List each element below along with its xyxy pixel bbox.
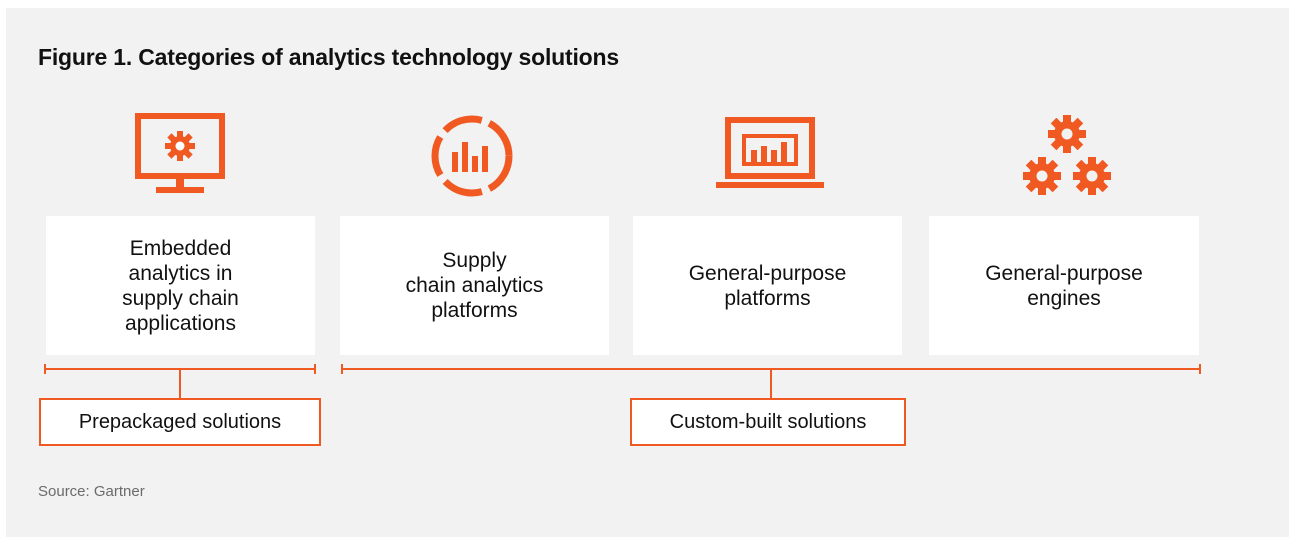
group-label: Custom-built solutions: [669, 410, 867, 433]
group-box-custom-built: Custom-built solutions: [630, 398, 906, 446]
source-note: Source: Gartner: [38, 483, 145, 500]
category-card-embedded-analytics: Embedded analytics in supply chain appli…: [46, 216, 315, 355]
prepackaged-bracket: [44, 362, 316, 405]
group-label: Prepackaged solutions: [78, 410, 282, 433]
custom-built-bracket: [341, 362, 1203, 405]
group-box-prepackaged: Prepackaged solutions: [39, 398, 321, 446]
figure-title: Figure 1. Categories of analytics techno…: [38, 44, 619, 70]
circular-bar-chart-icon: [428, 112, 516, 200]
figure-panel: Figure 1. Categories of analytics techno…: [6, 8, 1289, 537]
category-card-general-engines: General-purpose engines: [929, 216, 1199, 355]
category-card-general-platforms: General-purpose platforms: [633, 216, 902, 355]
monitor-gear-icon: [134, 112, 226, 198]
laptop-bar-chart-icon: [714, 116, 826, 192]
gears-icon: [1018, 112, 1116, 202]
category-card-supply-chain-platforms: Supply chain analytics platforms: [340, 216, 609, 355]
category-label: General-purpose platforms: [688, 261, 847, 310]
category-label: Supply chain analytics platforms: [405, 249, 544, 322]
category-label: General-purpose engines: [985, 261, 1143, 310]
category-label: Embedded analytics in supply chain appli…: [122, 236, 239, 335]
